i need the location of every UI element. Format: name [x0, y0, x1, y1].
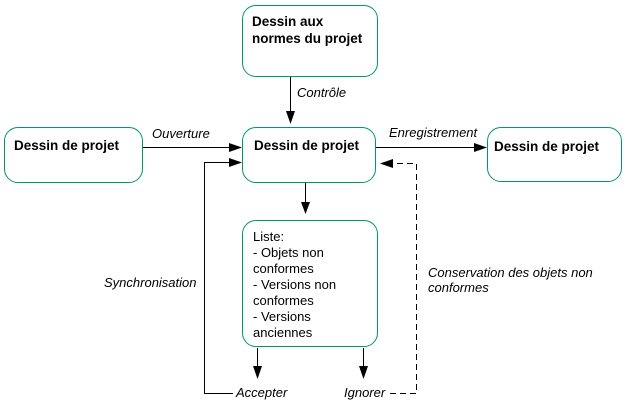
arrow-liste-to-accepter	[253, 348, 262, 379]
arrow-working-to-liste	[301, 183, 310, 214]
node-dessin-aux-normes: Dessin aux normes du projet	[242, 5, 378, 77]
arrow-enregistrement	[376, 143, 487, 152]
arrow-ouverture	[143, 143, 242, 152]
arrow-conservation-dashed	[380, 159, 417, 394]
arrow-liste-to-ignorer	[359, 348, 368, 379]
arrow-synchronisation	[204, 158, 242, 394]
node-dessin-de-projet-central: Dessin de projet	[242, 127, 376, 183]
edge-label-ignorer: Ignorer	[344, 385, 386, 400]
edge-label-controle: Contrôle	[297, 85, 347, 100]
edge-label-synchronisation: Synchronisation	[104, 275, 197, 290]
arrow-controle	[286, 77, 295, 124]
node-dessin-de-projet-enregistre: Dessin de projet	[487, 127, 622, 182]
edge-label-enregistrement: Enregistrement	[389, 125, 478, 140]
edge-label-conservation: Conservation des objets non conformes	[428, 265, 593, 295]
edge-label-ouverture: Ouverture	[152, 126, 210, 141]
node-dessin-de-projet-source: Dessin de projet	[4, 127, 143, 183]
edge-label-accepter: Accepter	[236, 385, 288, 400]
node-liste-non-conformes: Liste: - Objets non conformes - Versions…	[242, 220, 378, 347]
